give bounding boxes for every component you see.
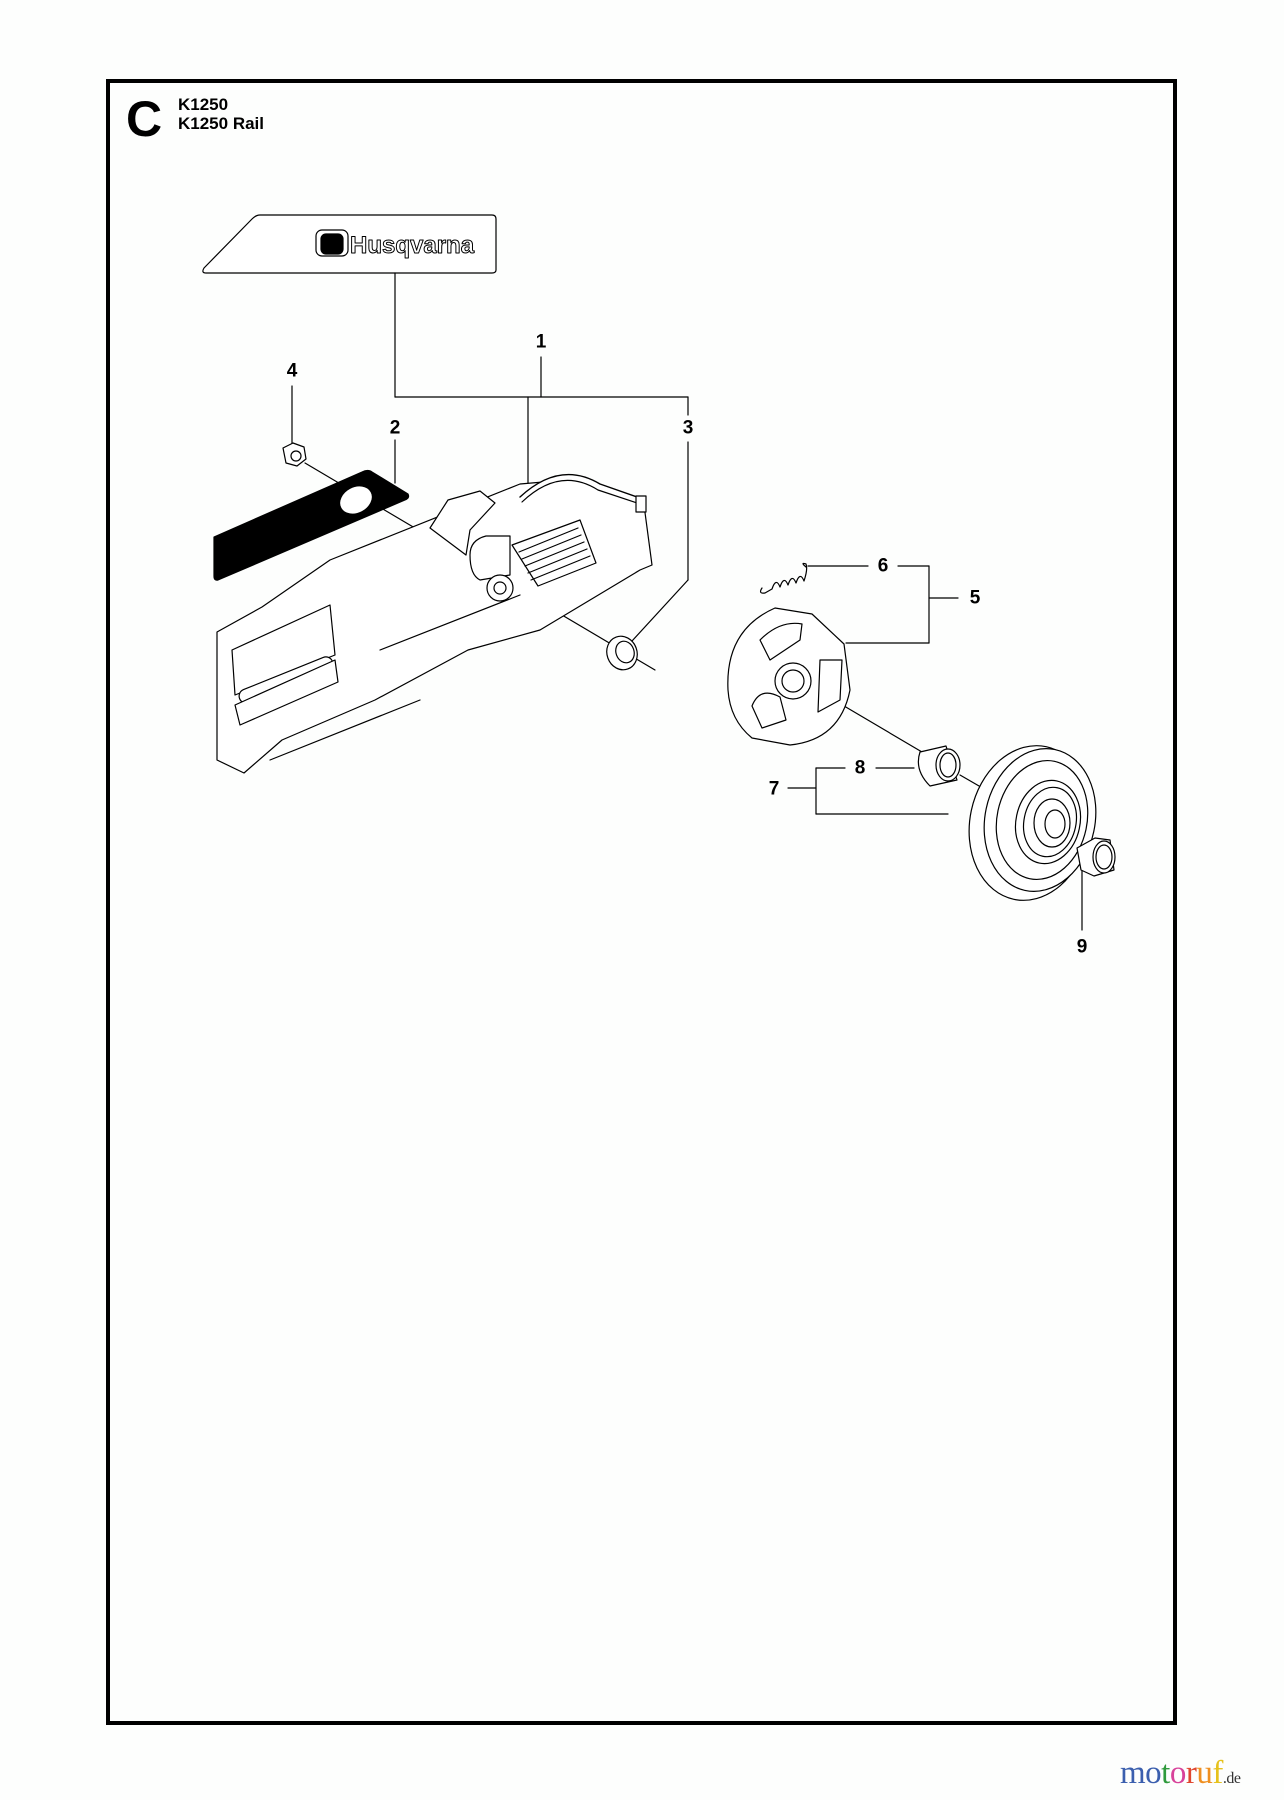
callout-4: 4 — [286, 360, 298, 382]
guard-plate-part — [213, 469, 410, 581]
nut-part — [282, 442, 307, 467]
needle-bearing-part — [917, 745, 961, 787]
blade-guard-cover-part — [216, 473, 653, 774]
clutch-drum-part — [968, 745, 1097, 901]
husqvarna-decal: Husqvarna — [202, 214, 497, 274]
logo-letter: r — [1185, 1755, 1197, 1791]
section-letter: C — [126, 91, 163, 147]
motoruf-watermark-logo: motoruf.de — [1120, 1755, 1241, 1791]
callout-3: 3 — [682, 417, 694, 439]
logo-letter: m — [1120, 1755, 1146, 1791]
clutch-spring-part — [759, 562, 808, 594]
callout-7: 7 — [768, 778, 780, 800]
logo-letter: u — [1196, 1755, 1213, 1791]
page-frame — [106, 79, 1177, 1725]
logo-letter: o — [1145, 1755, 1162, 1791]
collar-part — [606, 635, 638, 671]
callout-6: 6 — [877, 555, 889, 577]
model-list: K1250 K1250 Rail — [178, 95, 264, 133]
callout-5: 5 — [969, 587, 981, 609]
callout-1: 1 — [535, 331, 547, 353]
clutch-part — [727, 607, 851, 746]
logo-suffix: .de — [1222, 1770, 1241, 1787]
logo-letter: f — [1212, 1755, 1223, 1791]
callout-8: 8 — [854, 757, 866, 779]
logo-letter: t — [1161, 1755, 1170, 1791]
model-name: K1250 — [178, 95, 229, 114]
husqvarna-logo-text: Husqvarna — [350, 232, 475, 259]
logo-letter: o — [1169, 1755, 1187, 1791]
callout-2: 2 — [389, 417, 401, 439]
drum-cap-part — [1076, 837, 1116, 877]
model-name: K1250 Rail — [178, 114, 264, 133]
callout-9: 9 — [1076, 936, 1088, 958]
